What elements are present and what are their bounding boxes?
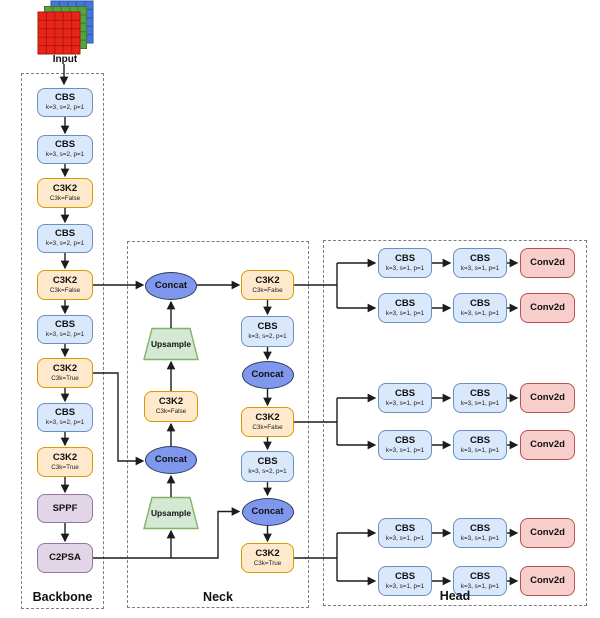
backbone-section-box — [21, 73, 104, 609]
head-g2-r1-cbs-1: CBS k=3, s=1, p=1 — [378, 383, 432, 413]
head-g3-r2-conv2d: Conv2d — [520, 566, 575, 596]
head-g1-r1-cbs-1: CBS k=3, s=1, p=1 — [378, 248, 432, 278]
neck-cbs-down-2: CBS k=3, s=2, p=1 — [241, 451, 294, 482]
upsample-trapezoids — [143, 327, 199, 530]
head-g3-r1-cbs-2: CBS k=3, s=1, p=1 — [453, 518, 507, 548]
neck-upsample-1: Upsample — [150, 338, 192, 349]
head-g3-r1-cbs-1: CBS k=3, s=1, p=1 — [378, 518, 432, 548]
head-g1-r2-cbs-2: CBS k=3, s=1, p=1 — [453, 293, 507, 323]
head-section-label: Head — [439, 589, 471, 603]
neck-section-box — [127, 241, 309, 608]
neck-upsample-2: Upsample — [150, 507, 192, 518]
neck-concat-top: Concat — [145, 272, 197, 300]
neck-concat-lower-left: Concat — [145, 446, 197, 474]
backbone-c3k2-4: C3K2 C3k=True — [37, 447, 93, 477]
head-g2-r2-cbs-1: CBS k=3, s=1, p=1 — [378, 430, 432, 460]
neck-c3k2-left: C3K2 C3k=False — [144, 391, 198, 422]
head-g1-r2-cbs-1: CBS k=3, s=1, p=1 — [378, 293, 432, 323]
head-g2-r2-conv2d: Conv2d — [520, 430, 575, 460]
head-g1-r1-cbs-2: CBS k=3, s=1, p=1 — [453, 248, 507, 278]
input-image-icon — [37, 0, 94, 55]
backbone-cbs-5: CBS k=3, s=2, p=1 — [37, 403, 93, 432]
backbone-cbs-3: CBS k=3, s=2, p=1 — [37, 224, 93, 253]
input-label: Input — [52, 54, 78, 65]
head-g2-r2-cbs-2: CBS k=3, s=1, p=1 — [453, 430, 507, 460]
neck-concat-bottom: Concat — [241, 497, 294, 526]
backbone-cbs-1: CBS k=3, s=2, p=1 — [37, 88, 93, 117]
backbone-c3k2-1: C3K2 C3k=False — [37, 178, 93, 208]
head-g3-r2-cbs-2: CBS k=3, s=1, p=1 — [453, 566, 507, 596]
head-g1-r2-conv2d: Conv2d — [520, 293, 575, 323]
head-g2-r1-conv2d: Conv2d — [520, 383, 575, 413]
backbone-cbs-2: CBS k=3, s=2, p=1 — [37, 135, 93, 164]
head-g2-r1-cbs-2: CBS k=3, s=1, p=1 — [453, 383, 507, 413]
head-g3-r2-cbs-1: CBS k=3, s=1, p=1 — [378, 566, 432, 596]
backbone-c2psa: C2PSA — [37, 543, 93, 573]
backbone-c3k2-3: C3K2 C3k=True — [37, 358, 93, 388]
head-section-box — [323, 240, 587, 606]
neck-c3k2-p5: C3K2 C3k=True — [241, 543, 294, 573]
neck-cbs-down-1: CBS k=3, s=2, p=1 — [241, 316, 294, 347]
backbone-cbs-4: CBS k=3, s=2, p=1 — [37, 315, 93, 344]
backbone-c3k2-2: C3K2 C3k=False — [37, 270, 93, 300]
backbone-section-label: Backbone — [32, 590, 93, 604]
neck-section-label: Neck — [203, 590, 233, 604]
head-g3-r1-conv2d: Conv2d — [520, 518, 575, 548]
head-g1-r1-conv2d: Conv2d — [520, 248, 575, 278]
neck-concat-mid: Concat — [241, 361, 294, 389]
backbone-sppf: SPPF — [37, 494, 93, 523]
neck-c3k2-p3: C3K2 C3k=False — [241, 270, 294, 300]
neck-c3k2-p4: C3K2 C3k=False — [241, 407, 294, 437]
